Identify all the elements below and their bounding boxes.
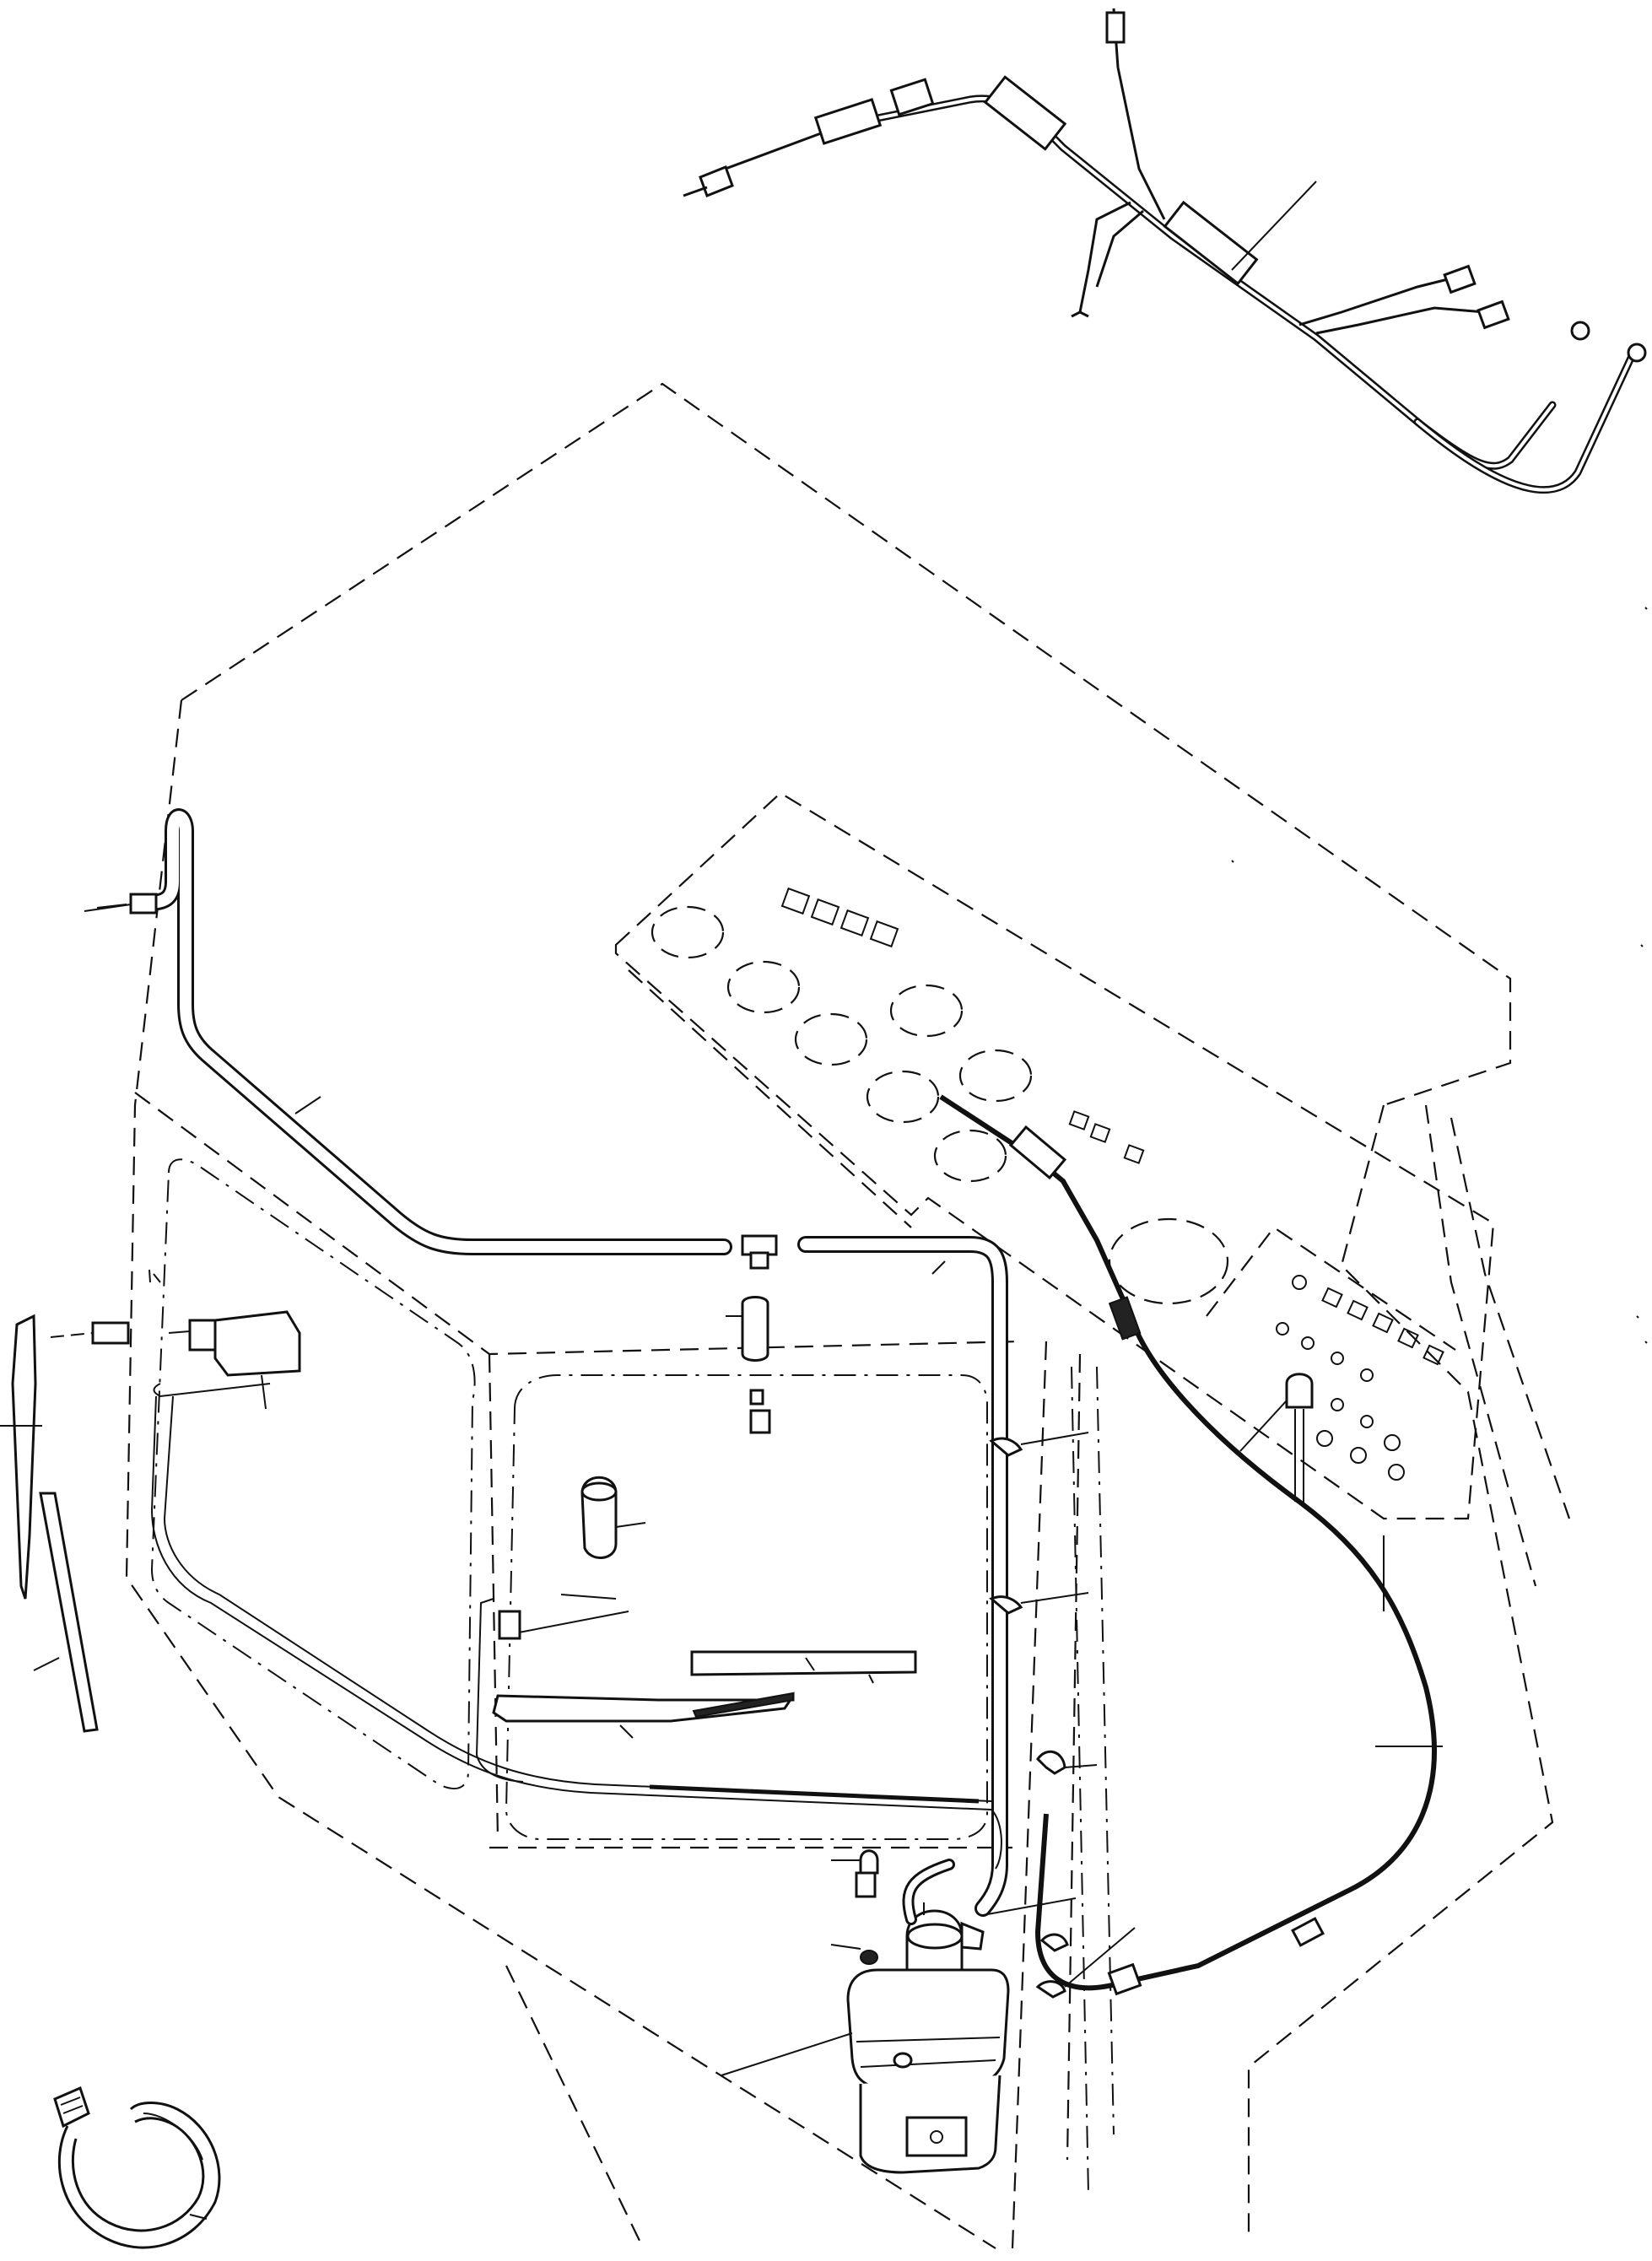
wiper-arm [492,1692,795,1739]
wiper-blade [690,1650,917,1684]
wiper-blade-left [33,1492,99,1733]
hose-clip [982,1432,1136,1999]
hose-clamp [53,2086,221,2249]
wiper-motor [498,1476,646,1640]
washer-hose [139,808,1008,1917]
hose-tee [726,1234,778,1434]
margin-marks [148,607,1648,1344]
cab-outline [125,382,1571,2249]
wiper-switch [50,1310,301,1410]
washer-reservoir [721,1968,1010,2174]
washer-nozzle [84,893,158,915]
instrument-panel [614,791,1495,1611]
wiper-arm-left [0,1314,42,1600]
main-cable [939,1094,1443,1996]
wiring-harness [683,8,1647,494]
